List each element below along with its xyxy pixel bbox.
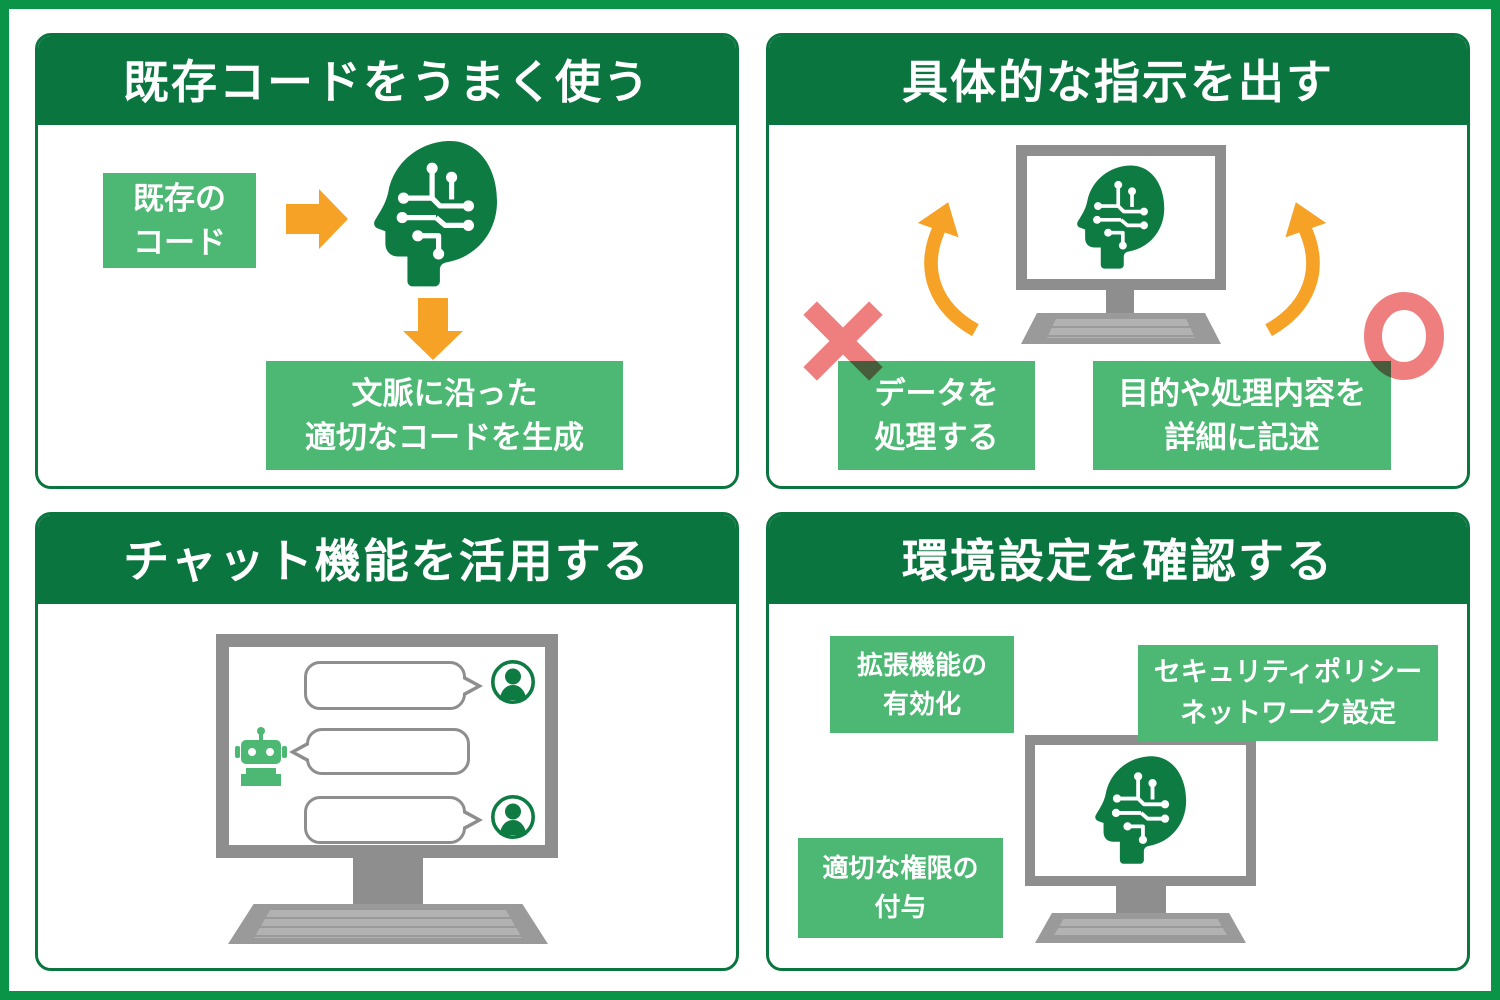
- user-avatar-icon: [490, 659, 536, 705]
- panel-chat-feature-title: チャット機能を活用する: [123, 535, 651, 587]
- monitor-base-detail: [1053, 919, 1228, 937]
- label-line: セキュリティポリシー: [1153, 657, 1423, 687]
- panel-specific-instructions-title: 具体的な指示を出す: [902, 56, 1334, 108]
- panel-existing-code: 既存コードをうまく使う 既存の コード 文脈に沿った 適切なコードを生成: [35, 33, 739, 489]
- label-line: 有効化: [882, 688, 961, 719]
- label-line: 詳細に記述: [1164, 419, 1320, 455]
- block-arrow-right-icon: [286, 189, 348, 249]
- security-policy-label: セキュリティポリシー ネットワーク設定: [1138, 645, 1438, 741]
- extension-enable-label: 拡張機能の 有効化: [830, 636, 1014, 733]
- label-line: 適切な権限の: [822, 853, 979, 883]
- monitor-stand: [1116, 886, 1166, 913]
- panel-existing-code-body: 既存の コード 文脈に沿った 適切なコードを生成: [38, 36, 736, 486]
- monitor-base: [228, 904, 548, 944]
- panel-chat-feature-body: [38, 515, 736, 968]
- permission-grant-label: 適切な権限の 付与: [798, 838, 1003, 938]
- chat-bubble-robot: [306, 728, 470, 775]
- monitor-illustration: [1016, 145, 1226, 290]
- panel-environment-settings: 環境設定を確認する 拡張機能の 有効化 セキュリティポリシー ネットワーク設定 …: [766, 512, 1470, 971]
- panel-specific-instructions-body: データを 処理する 目的や処理内容を 詳細に記述: [769, 36, 1467, 486]
- label-line: コード: [133, 224, 226, 260]
- circle-mark-icon: [1364, 292, 1444, 380]
- existing-code-label: 既存の コード: [103, 173, 256, 268]
- label-line: 文脈に沿った: [351, 375, 538, 411]
- monitor-stand: [353, 858, 423, 904]
- label-line: データを: [874, 375, 999, 411]
- chat-robot-icon: [235, 727, 287, 786]
- ai-head-circuit-icon: [371, 141, 501, 289]
- panel-existing-code-header: 既存コードをうまく使う: [38, 36, 736, 125]
- panel-specific-instructions: 具体的な指示を出す データを 処理する 目的や処理内容を 詳細に記述: [766, 33, 1470, 489]
- monitor-base: [1035, 913, 1246, 943]
- panel-existing-code-title: 既存コードをうまく使う: [123, 56, 651, 108]
- keyboard-keys: [1047, 319, 1195, 338]
- chat-bubble-user-2: [304, 796, 466, 844]
- panel-chat-feature-header: チャット機能を活用する: [38, 515, 736, 604]
- ai-head-circuit-icon: [1075, 163, 1167, 270]
- block-arrow-down-icon: [403, 298, 463, 360]
- vague-instruction-label: データを 処理する: [838, 361, 1035, 470]
- monitor-screen: [1027, 156, 1215, 279]
- generated-code-label: 文脈に沿った 適切なコードを生成: [266, 361, 623, 470]
- label-line: 拡張機能の: [856, 649, 987, 680]
- panel-chat-feature: チャット機能を活用する: [35, 512, 739, 971]
- monitor-screen: [1035, 745, 1246, 876]
- curved-arrow-right-icon: [1251, 186, 1363, 348]
- label-line: 適切なコードを生成: [305, 419, 584, 455]
- label-line: 処理する: [874, 419, 999, 455]
- label-line: 既存の: [133, 180, 226, 216]
- cross-mark-icon: [803, 301, 883, 381]
- chat-bubble-user-1: [304, 661, 466, 710]
- monitor-stand: [1106, 290, 1134, 313]
- label-line: 付与: [874, 892, 927, 922]
- panel-environment-settings-header: 環境設定を確認する: [769, 515, 1467, 604]
- label-line: ネットワーク設定: [1180, 698, 1396, 728]
- panel-environment-settings-body: 拡張機能の 有効化 セキュリティポリシー ネットワーク設定 適切な権限の 付与: [769, 515, 1467, 968]
- user-avatar-icon: [490, 794, 536, 840]
- curved-arrow-left-icon: [881, 186, 993, 348]
- panel-environment-settings-title: 環境設定を確認する: [902, 535, 1334, 587]
- monitor-illustration: [1025, 735, 1256, 886]
- detailed-instruction-label: 目的や処理内容を 詳細に記述: [1093, 361, 1391, 470]
- keyboard-illustration: [1021, 313, 1221, 344]
- monitor-base-detail: [254, 910, 522, 938]
- label-line: 目的や処理内容を: [1118, 375, 1366, 411]
- panel-specific-instructions-header: 具体的な指示を出す: [769, 36, 1467, 125]
- ai-head-circuit-icon: [1092, 753, 1188, 866]
